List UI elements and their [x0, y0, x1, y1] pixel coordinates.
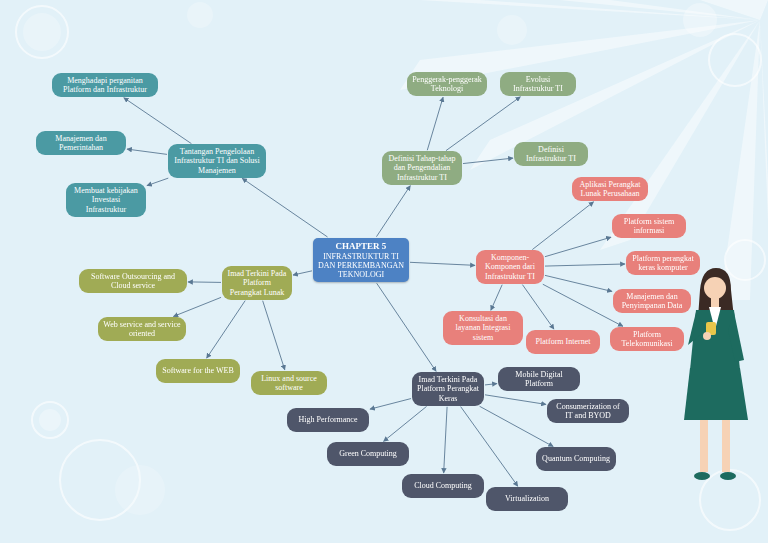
leaf-box: Web service and service oriented — [98, 317, 186, 341]
node-label: Manajemen dan Penyimpanan Data — [618, 292, 686, 310]
branch-box: Imad Terkini Pada Platform Perangkat Lun… — [222, 266, 292, 300]
leaf-box: Platform perangkat keras komputer — [626, 251, 700, 275]
connector-arrow — [384, 406, 427, 441]
leaf-box: Membuat kebijakan Investasi Infrastruktu… — [66, 183, 146, 217]
node-label: Imad Terkini Pada Platform Perangkat Lun… — [227, 269, 287, 297]
bubbles — [16, 3, 765, 530]
leaf-box: Mobile Digital Platform — [498, 367, 580, 391]
branch-box: Tantangan Pengelolaan Infrastruktur TI d… — [168, 144, 266, 178]
node-label: Membuat kebijakan Investasi Infrastruktu… — [71, 186, 141, 214]
node-label: Web service and service oriented — [103, 320, 181, 338]
leaf-box: Definisi Infrastruktur TI — [514, 142, 588, 166]
node-label: Software for the WEB — [162, 366, 234, 375]
connector-arrow — [480, 406, 554, 446]
connector-arrow — [446, 97, 520, 151]
connector-arrow — [147, 178, 168, 186]
connector-arrow — [370, 399, 411, 410]
node-label: Konsultasi dan layanan Integrasi sistem — [448, 314, 518, 342]
connector-arrow — [532, 202, 593, 250]
connector-arrow — [377, 283, 436, 371]
leaf-box: Menghadapi perganitan Platform dan Infra… — [52, 73, 158, 97]
node-label: Mobile Digital Platform — [503, 370, 575, 388]
connector-arrow — [173, 297, 221, 316]
node-label: Definisi Tahap-tahap dan Pengendalian In… — [387, 154, 457, 182]
node-label: High Performance — [299, 415, 358, 424]
connector-arrow — [545, 275, 612, 291]
leaf-box: Green Computing — [327, 442, 409, 466]
node-label: Platform Internet — [536, 337, 591, 346]
node-label: Aplikasi Perangkat Lunak Perusahaan — [577, 180, 643, 198]
node-label: Virtualization — [505, 494, 549, 503]
connector-arrow — [543, 284, 623, 326]
connector-arrow — [427, 97, 443, 150]
branch-box: Definisi Tahap-tahap dan Pengendalian In… — [382, 151, 462, 185]
leaf-box: Platform Telekomunikasi — [610, 327, 684, 351]
connector-arrow — [124, 98, 192, 144]
node-label: Platform perangkat keras komputer — [631, 254, 695, 272]
leaf-box: Quantum Computing — [536, 447, 616, 471]
connector-arrow — [376, 186, 410, 237]
node-label: Linux and source software — [256, 374, 322, 392]
leaf-box: Linux and source software — [251, 371, 327, 395]
connector-arrow — [485, 395, 546, 405]
node-label: Komponen-Komponen dari Infrastruktur TI — [481, 253, 539, 281]
connector-arrow — [127, 149, 167, 154]
leaf-box: Evolusi Infrastruktur TI — [500, 72, 576, 96]
connector-arrow — [463, 158, 513, 163]
leaf-box: Software Outsourcing and Cloud service — [79, 269, 187, 293]
woman-illustration — [684, 268, 748, 480]
light-rays — [400, 0, 768, 300]
leaf-box: High Performance — [287, 408, 369, 432]
leaf-box: Consumerization of IT and BYOD — [547, 399, 629, 423]
connector-arrow — [545, 264, 625, 266]
connector-arrow — [491, 285, 502, 311]
leaf-box: Platform Internet — [526, 330, 600, 354]
node-label: Cloud Computing — [414, 481, 472, 490]
node-label: Evolusi Infrastruktur TI — [505, 75, 571, 93]
leaf-box: Cloud Computing — [402, 474, 484, 498]
topic-heading: CHAPTER 5 — [336, 241, 387, 251]
leaf-box: Aplikasi Perangkat Lunak Perusahaan — [572, 177, 648, 201]
leaf-box: Software for the WEB — [156, 359, 240, 383]
connector-arrow — [485, 384, 497, 385]
node-label: Definisi Infrastruktur TI — [519, 145, 583, 163]
central-topic: CHAPTER 5INFRASTRUKTUR TI DAN PERKEMBANG… — [313, 238, 409, 283]
node-label: Platform Telekomunikasi — [615, 330, 679, 348]
node-label: Software Outsourcing and Cloud service — [84, 272, 182, 290]
node-label: Consumerization of IT and BYOD — [552, 402, 624, 420]
connector-arrow — [522, 285, 554, 330]
leaf-box: Manajemen dan Penyimpanan Data — [613, 289, 691, 313]
connector-arrow — [293, 271, 312, 275]
node-label: Manajemen dan Pemerintahan — [41, 134, 121, 152]
leaf-box: Virtualization — [486, 487, 568, 511]
leaf-box: Konsultasi dan layanan Integrasi sistem — [443, 311, 523, 345]
node-label: Quantum Computing — [542, 454, 610, 463]
connector-arrow — [242, 178, 327, 237]
node-label: Imad Terkini Pada Platform Perangkat Ker… — [417, 375, 479, 403]
node-label: Platform sistem informasi — [617, 217, 681, 235]
connector-arrow — [207, 301, 246, 359]
node-label: Menghadapi perganitan Platform dan Infra… — [57, 76, 153, 94]
node-label: Penggerak-penggerak Teknologi — [412, 75, 482, 93]
leaf-box: Platform sistem informasi — [612, 214, 686, 238]
branch-box: Komponen-Komponen dari Infrastruktur TI — [476, 250, 544, 284]
node-label: Green Computing — [339, 449, 397, 458]
leaf-box: Manajemen dan Pemerintahan — [36, 131, 126, 155]
branch-box: Imad Terkini Pada Platform Perangkat Ker… — [412, 372, 484, 406]
connector-arrow — [263, 301, 285, 370]
connector-arrow — [410, 262, 475, 265]
leaf-box: Penggerak-penggerak Teknologi — [407, 72, 487, 96]
connector-arrow — [188, 281, 221, 283]
node-label: INFRASTRUKTUR TI DAN PERKEMBANGAN TEKNOL… — [318, 252, 404, 280]
connector-arrow — [545, 237, 611, 256]
connector-arrow — [444, 407, 447, 473]
node-label: Tantangan Pengelolaan Infrastruktur TI d… — [173, 147, 261, 175]
